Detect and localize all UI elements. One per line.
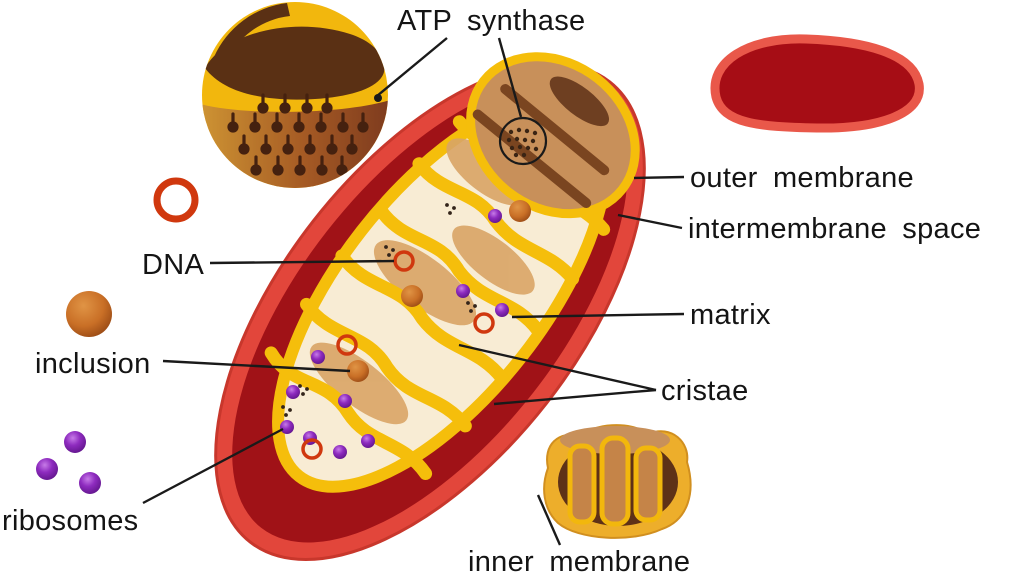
label-inclusion: inclusion [35, 348, 151, 380]
atp-synthase-inset [202, 2, 388, 188]
matrix-dna-rings [301, 250, 495, 460]
leader-cristae-1 [458, 343, 657, 392]
label-atp-synthase: ATP synthase [397, 5, 585, 37]
label-intermembrane-space: intermembrane space [688, 213, 981, 245]
leader-atp-to-inset [376, 37, 448, 97]
label-outer-membrane: outer membrane [690, 162, 914, 194]
matrix-specks [281, 203, 477, 417]
label-cristae: cristae [661, 375, 749, 407]
dna-icon [153, 177, 199, 223]
leader-ribosomes [142, 427, 284, 505]
atp-synthase-patch [498, 116, 548, 166]
leader-matrix [511, 312, 685, 319]
inset-brown-band [205, 26, 385, 100]
leader-intermembrane-space [617, 213, 683, 230]
leader-lines [142, 37, 685, 546]
whole-mitochondrion-shape [710, 34, 924, 133]
label-dna: DNA [142, 249, 204, 281]
leader-outer-membrane [633, 175, 685, 180]
cut-open-top [466, 52, 640, 219]
inclusion-icon [66, 291, 112, 337]
leader-atp-to-patch [497, 37, 523, 118]
leader-inclusion [162, 359, 351, 373]
label-inner-membrane: inner membrane [468, 546, 690, 577]
inner-membrane-chunk [543, 424, 692, 539]
ribosomes-icon [36, 431, 101, 494]
label-ribosomes: ribosomes [2, 505, 138, 537]
leader-inner-membrane [536, 494, 562, 546]
leader-cristae-2 [493, 388, 657, 406]
leader-dna [209, 259, 395, 265]
mitochondrion-cross-section [214, 52, 646, 561]
label-matrix: matrix [690, 299, 771, 331]
magnified-area-circle [498, 116, 548, 166]
matrix-inclusion-granules [347, 200, 531, 382]
matrix-ribosome-dots [280, 209, 509, 459]
